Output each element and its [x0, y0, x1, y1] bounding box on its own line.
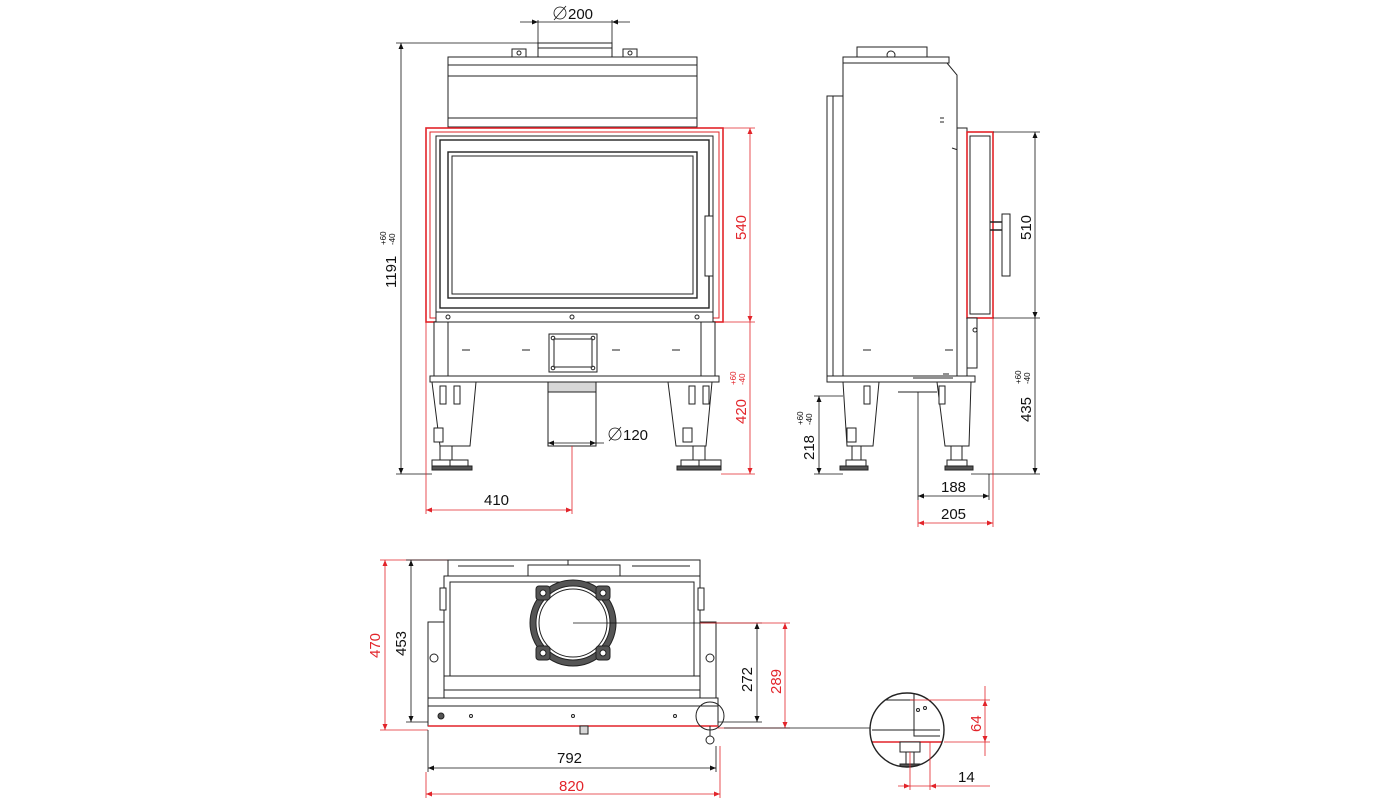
dim-plan-flue-depth-body: 272 — [739, 667, 756, 692]
dim-inlet-offset: 410 — [484, 492, 509, 509]
front-view — [425, 42, 724, 471]
dim-flue-outlet: 200 — [568, 6, 593, 23]
detail-dimensions: 64 14 — [898, 686, 990, 790]
dim-total-height-tol-plus: +60 — [379, 231, 388, 245]
dim-plan-width-frame: 820 — [559, 778, 584, 795]
dim-detail-offset: 14 — [958, 769, 975, 786]
front-dimensions: 200 1191 +60 -40 540 420 +60 -40 120 — [379, 5, 755, 514]
dim-side-door-height: 510 — [1018, 215, 1035, 240]
side-dimensions: 510 435 +60 -40 218 +60 -40 188 205 — [796, 131, 1040, 527]
dim-total-height-tol-minus: -40 — [388, 233, 397, 245]
dim-depth-frame: 205 — [941, 506, 966, 523]
side-view — [826, 46, 1011, 471]
dim-plan-flue-depth-frame: 289 — [768, 669, 785, 694]
dim-air-inlet: 120 — [623, 427, 648, 444]
plan-dimensions: 470 453 272 289 792 820 — [367, 559, 872, 798]
dim-door-height: 540 — [733, 215, 750, 240]
dim-door-to-floor-tol-plus: +60 — [729, 371, 738, 385]
dim-side-door-to-floor-tol-minus: -40 — [1023, 372, 1032, 384]
plan-view — [427, 559, 725, 745]
dim-door-to-floor-tol-minus: -40 — [738, 373, 747, 385]
dim-leg-height-tol-minus: -40 — [805, 413, 814, 425]
dim-detail-height: 64 — [968, 715, 985, 732]
detail-view — [869, 692, 945, 768]
dim-depth-legs: 188 — [941, 479, 966, 496]
dim-leg-height-tol-plus: +60 — [796, 411, 805, 425]
dim-door-to-floor: 420 — [733, 399, 750, 424]
dim-leg-height: 218 — [801, 435, 818, 460]
dim-total-height: 1191 — [383, 256, 400, 288]
dim-side-door-to-floor: 435 — [1018, 397, 1035, 422]
dim-plan-depth-body: 453 — [393, 631, 410, 656]
dim-side-door-to-floor-tol-plus: +60 — [1014, 370, 1023, 384]
dim-plan-depth-frame: 470 — [367, 633, 384, 658]
dim-plan-width-body: 792 — [557, 750, 582, 767]
